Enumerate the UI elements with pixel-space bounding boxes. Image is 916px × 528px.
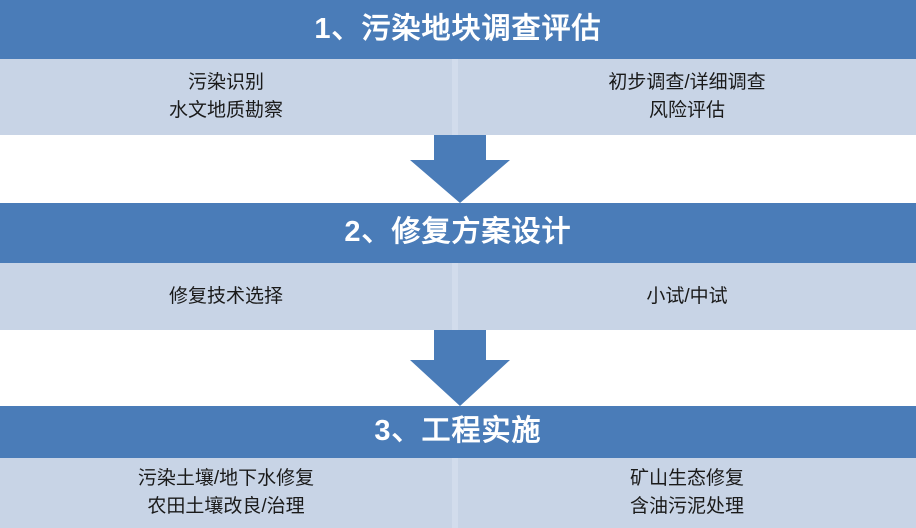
stage-3-left-column: 污染土壤/地下水修复 农田土壤改良/治理 <box>0 458 458 528</box>
stage-2-left-item-1: 修复技术选择 <box>168 285 283 307</box>
stage-1: 1、污染地块调查评估 污染识别 水文地质勘察 初步调查/详细调查 风险评估 <box>0 0 916 135</box>
arrow-down-icon <box>410 135 510 203</box>
stage-1-right-item-1: 初步调查/详细调查 <box>608 72 766 94</box>
stage-1-header: 1、污染地块调查评估 <box>0 0 916 59</box>
stage-2-header: 2、修复方案设计 <box>0 203 916 263</box>
stage-3-header: 3、工程实施 <box>0 406 916 458</box>
stage-3: 3、工程实施 污染土壤/地下水修复 农田土壤改良/治理 矿山生态修复 含油污泥处… <box>0 406 916 528</box>
stage-1-right-item-2: 风险评估 <box>648 100 725 121</box>
connector-1 <box>0 135 916 203</box>
connector-2 <box>0 330 916 406</box>
arrow-down-icon <box>410 330 510 406</box>
stage-1-body: 污染识别 水文地质勘察 初步调查/详细调查 风险评估 <box>0 59 916 135</box>
stage-1-left-item-2: 水文地质勘察 <box>168 100 283 121</box>
stage-2: 2、修复方案设计 修复技术选择 小试/中试 <box>0 203 916 330</box>
stage-1-left-column: 污染识别 水文地质勘察 <box>0 59 458 135</box>
stage-2-right-column: 小试/中试 <box>458 263 916 330</box>
stage-3-left-item-2: 农田土壤改良/治理 <box>147 496 305 517</box>
stage-2-left-column: 修复技术选择 <box>0 263 458 330</box>
stage-3-right-column: 矿山生态修复 含油污泥处理 <box>458 458 916 528</box>
stage-1-right-column: 初步调查/详细调查 风险评估 <box>458 59 916 135</box>
stage-3-body: 污染土壤/地下水修复 农田土壤改良/治理 矿山生态修复 含油污泥处理 <box>0 458 916 528</box>
stage-3-left-item-1: 污染土壤/地下水修复 <box>137 468 315 490</box>
stage-2-right-item-1: 小试/中试 <box>646 285 728 307</box>
stage-2-body: 修复技术选择 小试/中试 <box>0 263 916 330</box>
stage-1-left-item-1: 污染识别 <box>187 72 264 94</box>
stage-3-right-item-2: 含油污泥处理 <box>629 496 744 517</box>
stage-3-right-item-1: 矿山生态修复 <box>629 468 744 490</box>
